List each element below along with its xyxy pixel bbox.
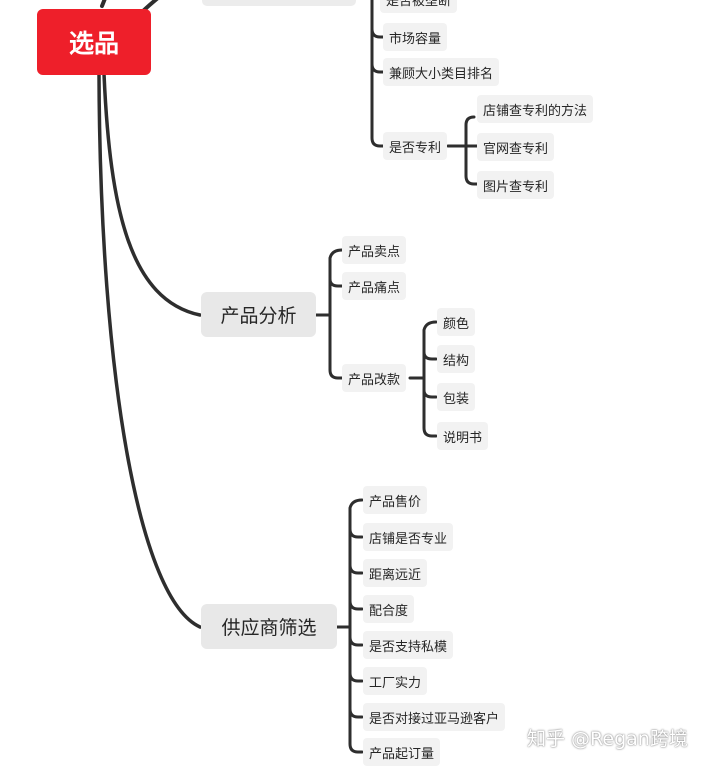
connector-root-analysis (102, 72, 202, 317)
node-monopoly[interactable]: 是否被垄断 (380, 0, 458, 13)
node-product-analysis[interactable]: 产品分析 (201, 292, 316, 337)
node-market-size[interactable]: 市场容量 (383, 23, 448, 51)
node-manual[interactable]: 说明书 (437, 422, 489, 450)
connector-patent-bracket (464, 115, 480, 186)
node-patent-image[interactable]: 图片查专利 (477, 171, 555, 199)
connector-supplier-factory (348, 671, 364, 683)
connector-mod-structure (422, 350, 438, 361)
node-supplier-distance[interactable]: 距离远近 (363, 559, 428, 587)
node-supplier-factory[interactable]: 工厂实力 (363, 667, 428, 695)
node-supplier-private-mold[interactable]: 是否支持私模 (363, 631, 454, 659)
node-patent[interactable]: 是否专利 (383, 132, 448, 160)
top-clipped-node: 是否被垄断 (380, 0, 470, 13)
connector-supplier-bracket (348, 498, 364, 754)
node-supplier-cooperation[interactable]: 配合度 (363, 595, 415, 623)
node-supplier-moq[interactable]: 产品起订量 (363, 738, 441, 766)
root-label: 选品 (68, 29, 119, 58)
connector-root-top2 (100, 0, 107, 8)
connector-mod-bracket (422, 320, 438, 438)
node-patent-official[interactable]: 官网查专利 (477, 133, 555, 161)
node-supplier-amazon[interactable]: 是否对接过亚马逊客户 (363, 703, 506, 731)
node-supplier-screening[interactable]: 供应商筛选 (201, 604, 337, 649)
connector-supplier-shop (348, 527, 364, 539)
node-color[interactable]: 颜色 (437, 308, 476, 336)
node-patent-shop[interactable]: 店铺查专利的方法 (477, 95, 594, 123)
connector-root-supplier (97, 72, 202, 629)
root-node[interactable]: 选品 (37, 9, 151, 75)
node-selling-point[interactable]: 产品卖点 (342, 236, 407, 264)
top-branch-node[interactable] (202, 0, 356, 6)
connector-top-bracket (370, 0, 386, 148)
connector-analysis-bracket (328, 248, 344, 380)
connector-supplier-coop (348, 599, 364, 611)
connector-analysis-pain (328, 277, 344, 288)
connector-supplier-distance (348, 563, 364, 575)
node-category-rank[interactable]: 兼顾大小类目排名 (383, 58, 500, 86)
node-product-modify[interactable]: 产品改款 (342, 364, 407, 392)
watermark: 知乎 @Regan跨境 (527, 728, 688, 750)
connector-supplier-mold (348, 635, 364, 647)
node-pain-point[interactable]: 产品痛点 (342, 272, 407, 300)
connector-top-rank (370, 62, 386, 74)
node-structure[interactable]: 结构 (437, 345, 476, 373)
connector-supplier-amazon (348, 707, 364, 719)
node-supplier-price[interactable]: 产品售价 (363, 486, 428, 514)
node-supplier-shop[interactable]: 店铺是否专业 (363, 523, 454, 551)
connector-mod-package (422, 388, 438, 399)
node-packaging[interactable]: 包装 (437, 383, 476, 411)
connector-top-market (370, 27, 386, 39)
